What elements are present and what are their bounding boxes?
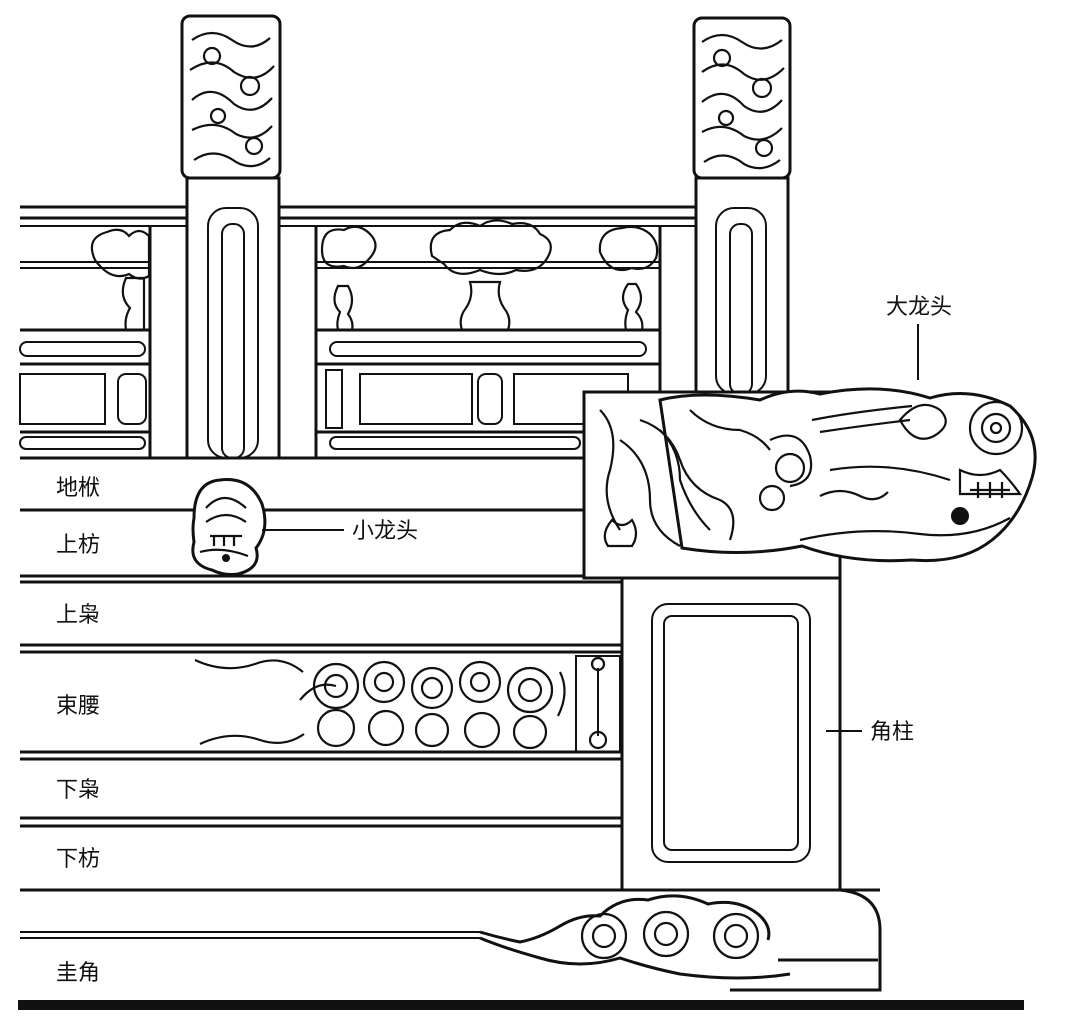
shuyao-carved-panel — [194, 655, 621, 753]
label-guijiao: 圭角 — [56, 961, 100, 986]
vase-ornament-center — [320, 219, 659, 332]
label-xiafang: 下枋 — [56, 847, 100, 872]
post-head-carving-right — [701, 33, 785, 170]
post-head-carving-left — [189, 31, 275, 168]
small-dragon-head-carving — [191, 478, 267, 576]
label-shangxiao: 上枭 — [56, 603, 100, 628]
label-jiaozhu: 角柱 — [870, 720, 914, 745]
label-xiaolongtou: 小龙头 — [352, 519, 418, 544]
large-dragon-head-carving — [582, 387, 1037, 580]
label-difu: 地栿 — [56, 476, 100, 501]
guijiao-scroll — [479, 888, 882, 992]
post-left — [180, 14, 282, 460]
corner-post — [620, 576, 842, 892]
label-shuyao: 束腰 — [56, 694, 100, 719]
post-right — [692, 16, 792, 396]
balustrade — [19, 14, 792, 460]
label-dalongtou: 大龙头 — [886, 295, 952, 320]
label-shangfang: 上枋 — [56, 533, 100, 558]
ground-line — [18, 1000, 1024, 1010]
vase-ornament-left — [90, 228, 151, 332]
label-xiaxiao: 下枭 — [56, 778, 100, 803]
